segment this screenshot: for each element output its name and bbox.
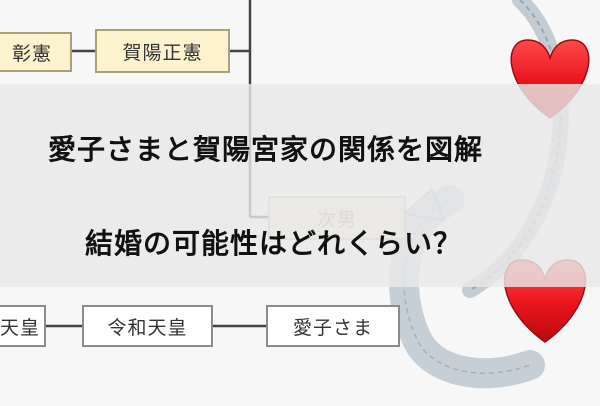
node-akinori: 彰憲 [0,32,72,72]
headline-line-1: 愛子さまと賀陽宮家の関係を図解 [48,133,484,166]
node-aiko: 愛子さま [266,305,400,347]
title-banner [0,84,600,287]
node-kaya-masanori: 賀陽正憲 [95,29,230,73]
headline-line-2: 結婚の可能性はどれくらい？ [85,227,463,260]
node-reiwa-tenno: 令和天皇 [82,305,213,347]
node-tenno: 天皇 [0,305,46,347]
